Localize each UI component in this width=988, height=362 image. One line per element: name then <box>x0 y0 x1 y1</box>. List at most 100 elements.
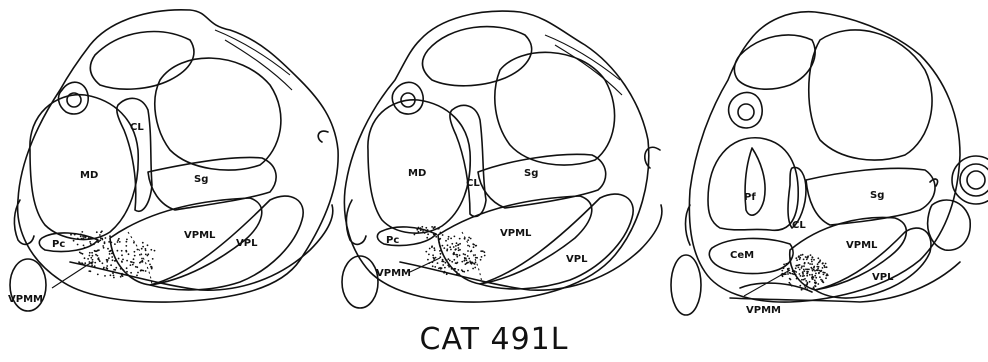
labeled-cell-dot <box>446 259 448 261</box>
labeled-cell-dot <box>125 250 127 252</box>
figure-caption: CAT 491L <box>0 322 988 357</box>
labeled-cell-dot <box>142 242 144 244</box>
labeled-cell-dot <box>136 275 138 277</box>
labeled-cell-dot <box>134 251 136 253</box>
section-1-upper-lobe <box>90 32 194 90</box>
labeled-cell-dot <box>142 246 144 248</box>
labeled-cell-dot <box>91 264 93 266</box>
labeled-cell-dot <box>442 234 444 236</box>
labeled-cell-dot <box>817 268 819 270</box>
labeled-cell-dot <box>451 261 453 263</box>
labeled-cell-dot <box>141 260 143 262</box>
labeled-cell-dot <box>791 273 793 275</box>
labeled-cell-dot <box>414 234 416 236</box>
labeled-cell-dot <box>448 266 450 268</box>
labeled-cell-dot <box>433 247 435 249</box>
section-1-ventral-curve <box>70 205 333 290</box>
section-2-label-vpl: VPL <box>566 254 588 265</box>
labeled-cell-dot <box>818 272 820 274</box>
labeled-cell-dot <box>89 261 91 263</box>
labeled-cell-dot <box>474 254 476 256</box>
section-1-right-hook <box>318 131 328 142</box>
labeled-cell-dot <box>443 247 445 249</box>
section-1-labeled-cells <box>70 230 155 278</box>
labeled-cell-dot <box>811 263 813 265</box>
labeled-cell-dot <box>106 265 108 267</box>
labeled-cell-dot <box>427 229 429 231</box>
labeled-cell-dot <box>442 264 444 266</box>
labeled-cell-dot <box>113 277 115 279</box>
labeled-cell-dot <box>82 237 84 239</box>
labeled-cell-dot <box>480 259 482 261</box>
section-1-vpl <box>150 196 303 290</box>
labeled-cell-dot <box>429 248 431 250</box>
labeled-cell-dot <box>428 254 430 256</box>
labeled-cell-dot <box>88 237 90 239</box>
labeled-cell-dot <box>106 267 108 269</box>
labeled-cell-dot <box>103 247 105 249</box>
labeled-cell-dot <box>817 283 819 285</box>
labeled-cell-dot <box>803 288 805 290</box>
labeled-cell-dot <box>450 249 452 251</box>
labeled-cell-dot <box>437 228 439 230</box>
labeled-cell-dot <box>97 258 99 260</box>
labeled-cell-dot <box>453 254 455 256</box>
labeled-cell-dot <box>457 269 459 271</box>
labeled-cell-dot <box>812 257 814 259</box>
labeled-cell-dot <box>803 265 805 267</box>
labeled-cell-dot <box>455 262 457 264</box>
labeled-cell-dot <box>801 267 803 269</box>
labeled-cell-dot <box>799 269 801 271</box>
section-2-md <box>368 100 470 233</box>
labeled-cell-dot <box>467 239 469 241</box>
labeled-cell-dot <box>456 274 458 276</box>
section-3-label-pf: Pf <box>744 192 756 203</box>
labeled-cell-dot <box>474 267 476 269</box>
labeled-cell-dot <box>453 259 455 261</box>
labeled-cell-dot <box>823 265 825 267</box>
labeled-cell-dot <box>85 236 87 238</box>
labeled-cell-dot <box>456 242 458 244</box>
labeled-cell-dot <box>420 227 422 229</box>
section-1-label-sg: Sg <box>194 174 208 185</box>
labeled-cell-dot <box>425 251 427 253</box>
labeled-cell-dot <box>102 262 104 264</box>
section-3-oval <box>671 255 701 315</box>
labeled-cell-dot <box>139 254 141 256</box>
section-3-label-sg: Sg <box>870 190 884 201</box>
labeled-cell-dot <box>464 257 466 259</box>
section-3-label-vpl: VPL <box>872 272 894 283</box>
labeled-cell-dot <box>458 273 460 275</box>
labeled-cell-dot <box>467 270 469 272</box>
labeled-cell-dot <box>121 273 123 275</box>
labeled-cell-dot <box>151 268 153 270</box>
section-2: MD CL Sg Pc VPML VPL VPMM <box>342 11 662 308</box>
labeled-cell-dot <box>802 271 804 273</box>
labeled-cell-dot <box>77 244 79 246</box>
labeled-cell-dot <box>111 256 113 258</box>
labeled-cell-dot <box>94 262 96 264</box>
section-1-label-md: MD <box>80 170 98 181</box>
labeled-cell-dot <box>795 267 797 269</box>
labeled-cell-dot <box>456 254 458 256</box>
section-2-upper-lobe <box>422 27 531 86</box>
labeled-cell-dot <box>451 243 453 245</box>
labeled-cell-dot <box>114 243 116 245</box>
section-3-habenula <box>729 92 763 128</box>
labeled-cell-dot <box>790 257 792 259</box>
labeled-cell-dot <box>822 280 824 282</box>
labeled-cell-dot <box>814 270 816 272</box>
section-2-label-cl: CL <box>466 178 480 189</box>
section-1-vpmm-pointer <box>52 262 92 288</box>
labeled-cell-dot <box>424 232 426 234</box>
labeled-cell-dot <box>456 256 458 258</box>
labeled-cell-dot <box>461 269 463 271</box>
section-3-label-cem: CeM <box>730 250 754 261</box>
section-1-label-cl: CL <box>130 122 144 133</box>
labeled-cell-dot <box>809 281 811 283</box>
section-1-label-pc: Pc <box>52 239 65 250</box>
labeled-cell-dot <box>431 246 433 248</box>
labeled-cell-dot <box>799 285 801 287</box>
labeled-cell-dot <box>84 257 86 259</box>
